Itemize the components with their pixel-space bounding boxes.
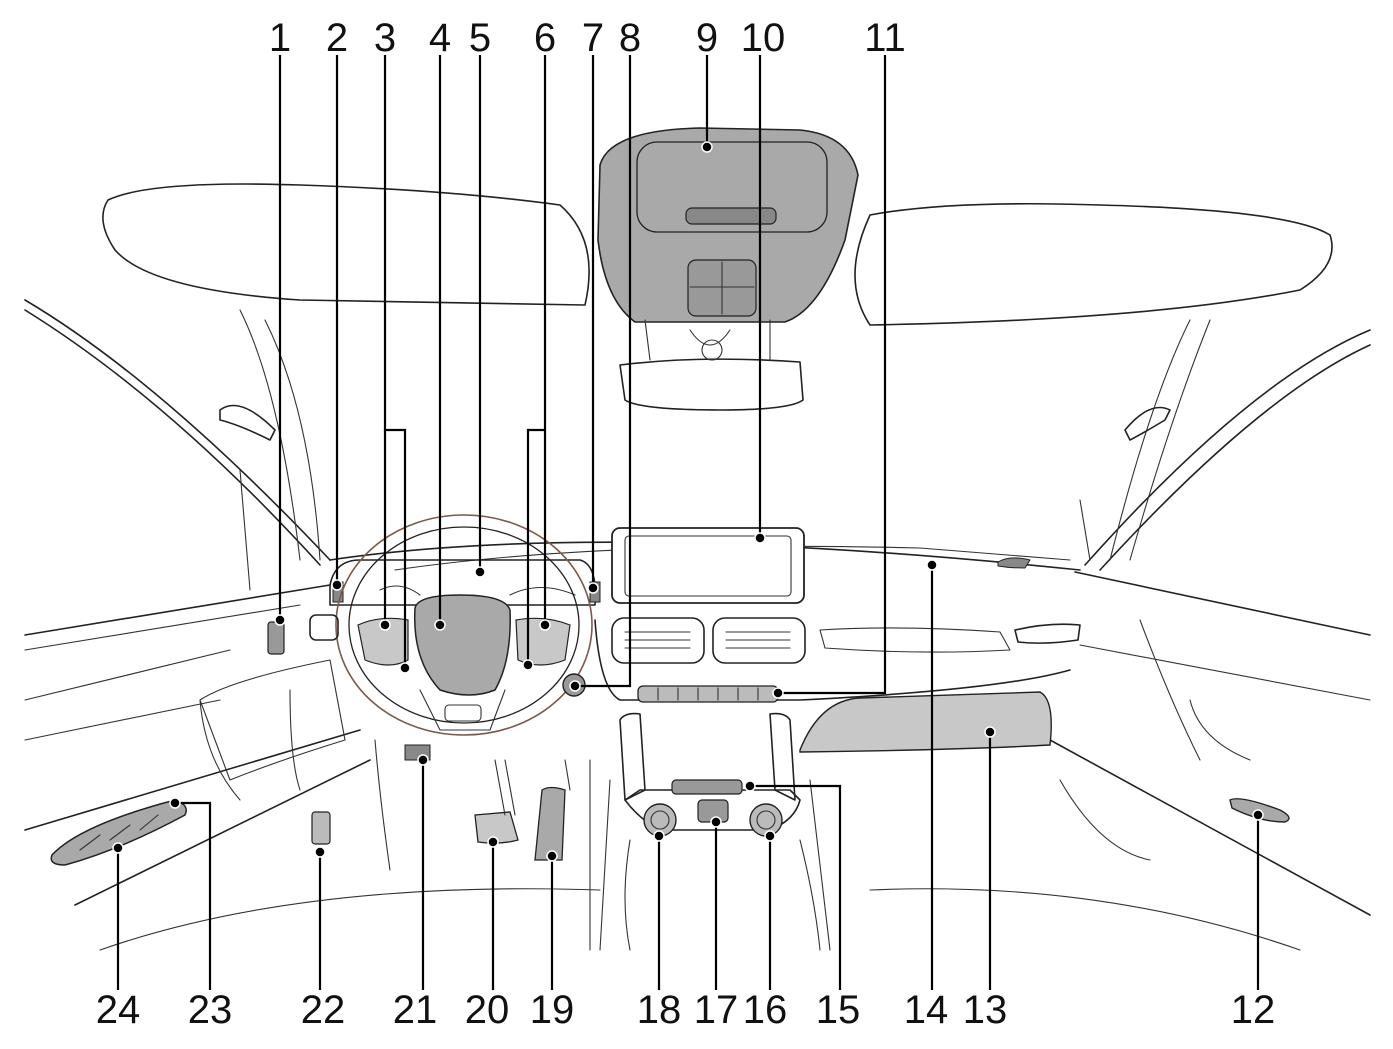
leader-dots <box>112 141 1264 862</box>
center-right-vent <box>712 617 806 664</box>
callout-3: 3 <box>373 16 397 60</box>
callout-15: 15 <box>815 988 861 1032</box>
left-grab-handle <box>219 404 276 441</box>
callout-7: 7 <box>581 16 605 60</box>
callout-24: 24 <box>95 988 141 1032</box>
center-display <box>611 527 805 604</box>
brake-pedal <box>474 811 519 844</box>
right-sun-visor <box>854 202 1333 326</box>
callout-16: 16 <box>742 988 788 1032</box>
callout-4: 4 <box>428 16 452 60</box>
callout-12: 12 <box>1230 988 1276 1032</box>
overhead-button <box>685 207 777 225</box>
overhead-light-panel <box>636 141 828 233</box>
callout-21: 21 <box>392 988 438 1032</box>
callout-23: 23 <box>187 988 233 1032</box>
callout-13: 13 <box>962 988 1008 1032</box>
callout-10: 10 <box>740 16 786 60</box>
right-side-vent <box>1014 623 1081 644</box>
climate-button-strip <box>637 685 779 703</box>
callout-1: 1 <box>268 16 292 60</box>
callout-2: 2 <box>325 16 349 60</box>
left-dash-switch <box>267 621 285 655</box>
right-console-knob <box>749 803 783 837</box>
steering-wheel-left-buttons <box>357 617 409 666</box>
steering-wheel-rim <box>335 514 593 736</box>
left-side-vent <box>309 614 339 641</box>
callout-20: 20 <box>464 988 510 1032</box>
steering-wheel-hub <box>413 594 511 696</box>
callout-22: 22 <box>300 988 346 1032</box>
callout-11: 11 <box>864 16 906 60</box>
glovebox <box>799 691 1052 753</box>
console-button-strip <box>671 779 743 795</box>
left-door-armrest <box>50 799 187 866</box>
rear-view-mirror <box>619 358 804 411</box>
left-lower-switch <box>311 811 331 845</box>
callout-19: 19 <box>529 988 575 1032</box>
left-sun-visor <box>102 183 590 306</box>
accelerator-pedal <box>534 786 566 861</box>
callout-14: 14 <box>903 988 949 1032</box>
center-left-vent <box>611 617 705 664</box>
callout-17: 17 <box>693 988 739 1032</box>
callout-5: 5 <box>468 16 492 60</box>
right-grab-handle <box>1124 406 1171 441</box>
callout-8: 8 <box>618 16 642 60</box>
callout-18: 18 <box>636 988 682 1032</box>
callout-6: 6 <box>533 16 557 60</box>
dash-corner-vent <box>997 557 1031 569</box>
callout-9: 9 <box>695 16 719 60</box>
